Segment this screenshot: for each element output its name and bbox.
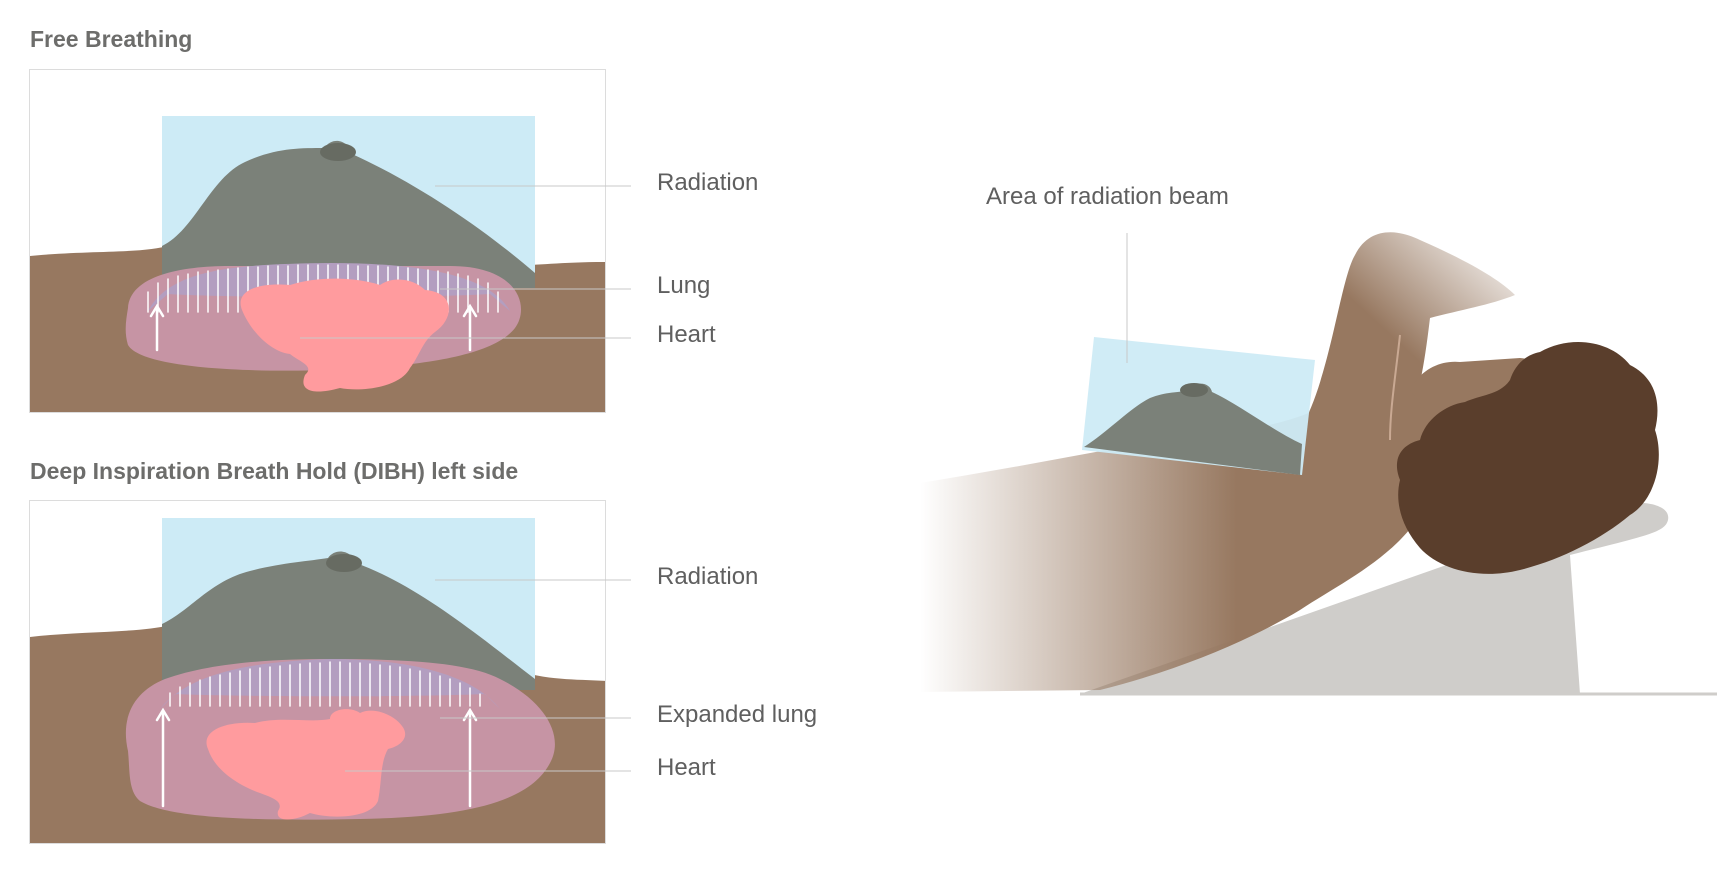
nipple	[326, 554, 362, 572]
torso	[920, 376, 1448, 692]
heart	[240, 278, 449, 392]
lung-hatch	[169, 661, 481, 707]
label-expanded-lung: Expanded lung	[657, 701, 818, 728]
lung-arrows	[149, 303, 478, 352]
breast	[162, 551, 535, 690]
label-heart-dibh: Heart	[657, 754, 716, 781]
dibh-title: Deep Inspiration Breath Hold (DIBH) left…	[30, 458, 519, 484]
label-heart: Heart	[657, 321, 716, 348]
heart	[206, 709, 406, 820]
dibh-panel	[29, 500, 606, 844]
label-lung: Lung	[657, 272, 711, 299]
hair	[1396, 342, 1659, 574]
nipple	[320, 143, 356, 161]
label-radiation: Radiation	[657, 169, 759, 196]
free-breathing-illustration	[30, 116, 605, 412]
free-breathing-title: Free Breathing	[30, 26, 193, 52]
dibh-illustration	[30, 518, 605, 843]
breast	[162, 140, 535, 288]
label-radiation-beam-area: Area of radiation beam	[986, 183, 1229, 210]
free-breathing-panel	[29, 69, 606, 413]
arm	[1300, 232, 1515, 430]
lung-arrows	[155, 707, 478, 808]
patient-breast	[1084, 383, 1302, 475]
label-radiation-dibh: Radiation	[657, 563, 759, 590]
patient-nipple	[1180, 383, 1208, 397]
arm-outline	[1389, 334, 1401, 441]
